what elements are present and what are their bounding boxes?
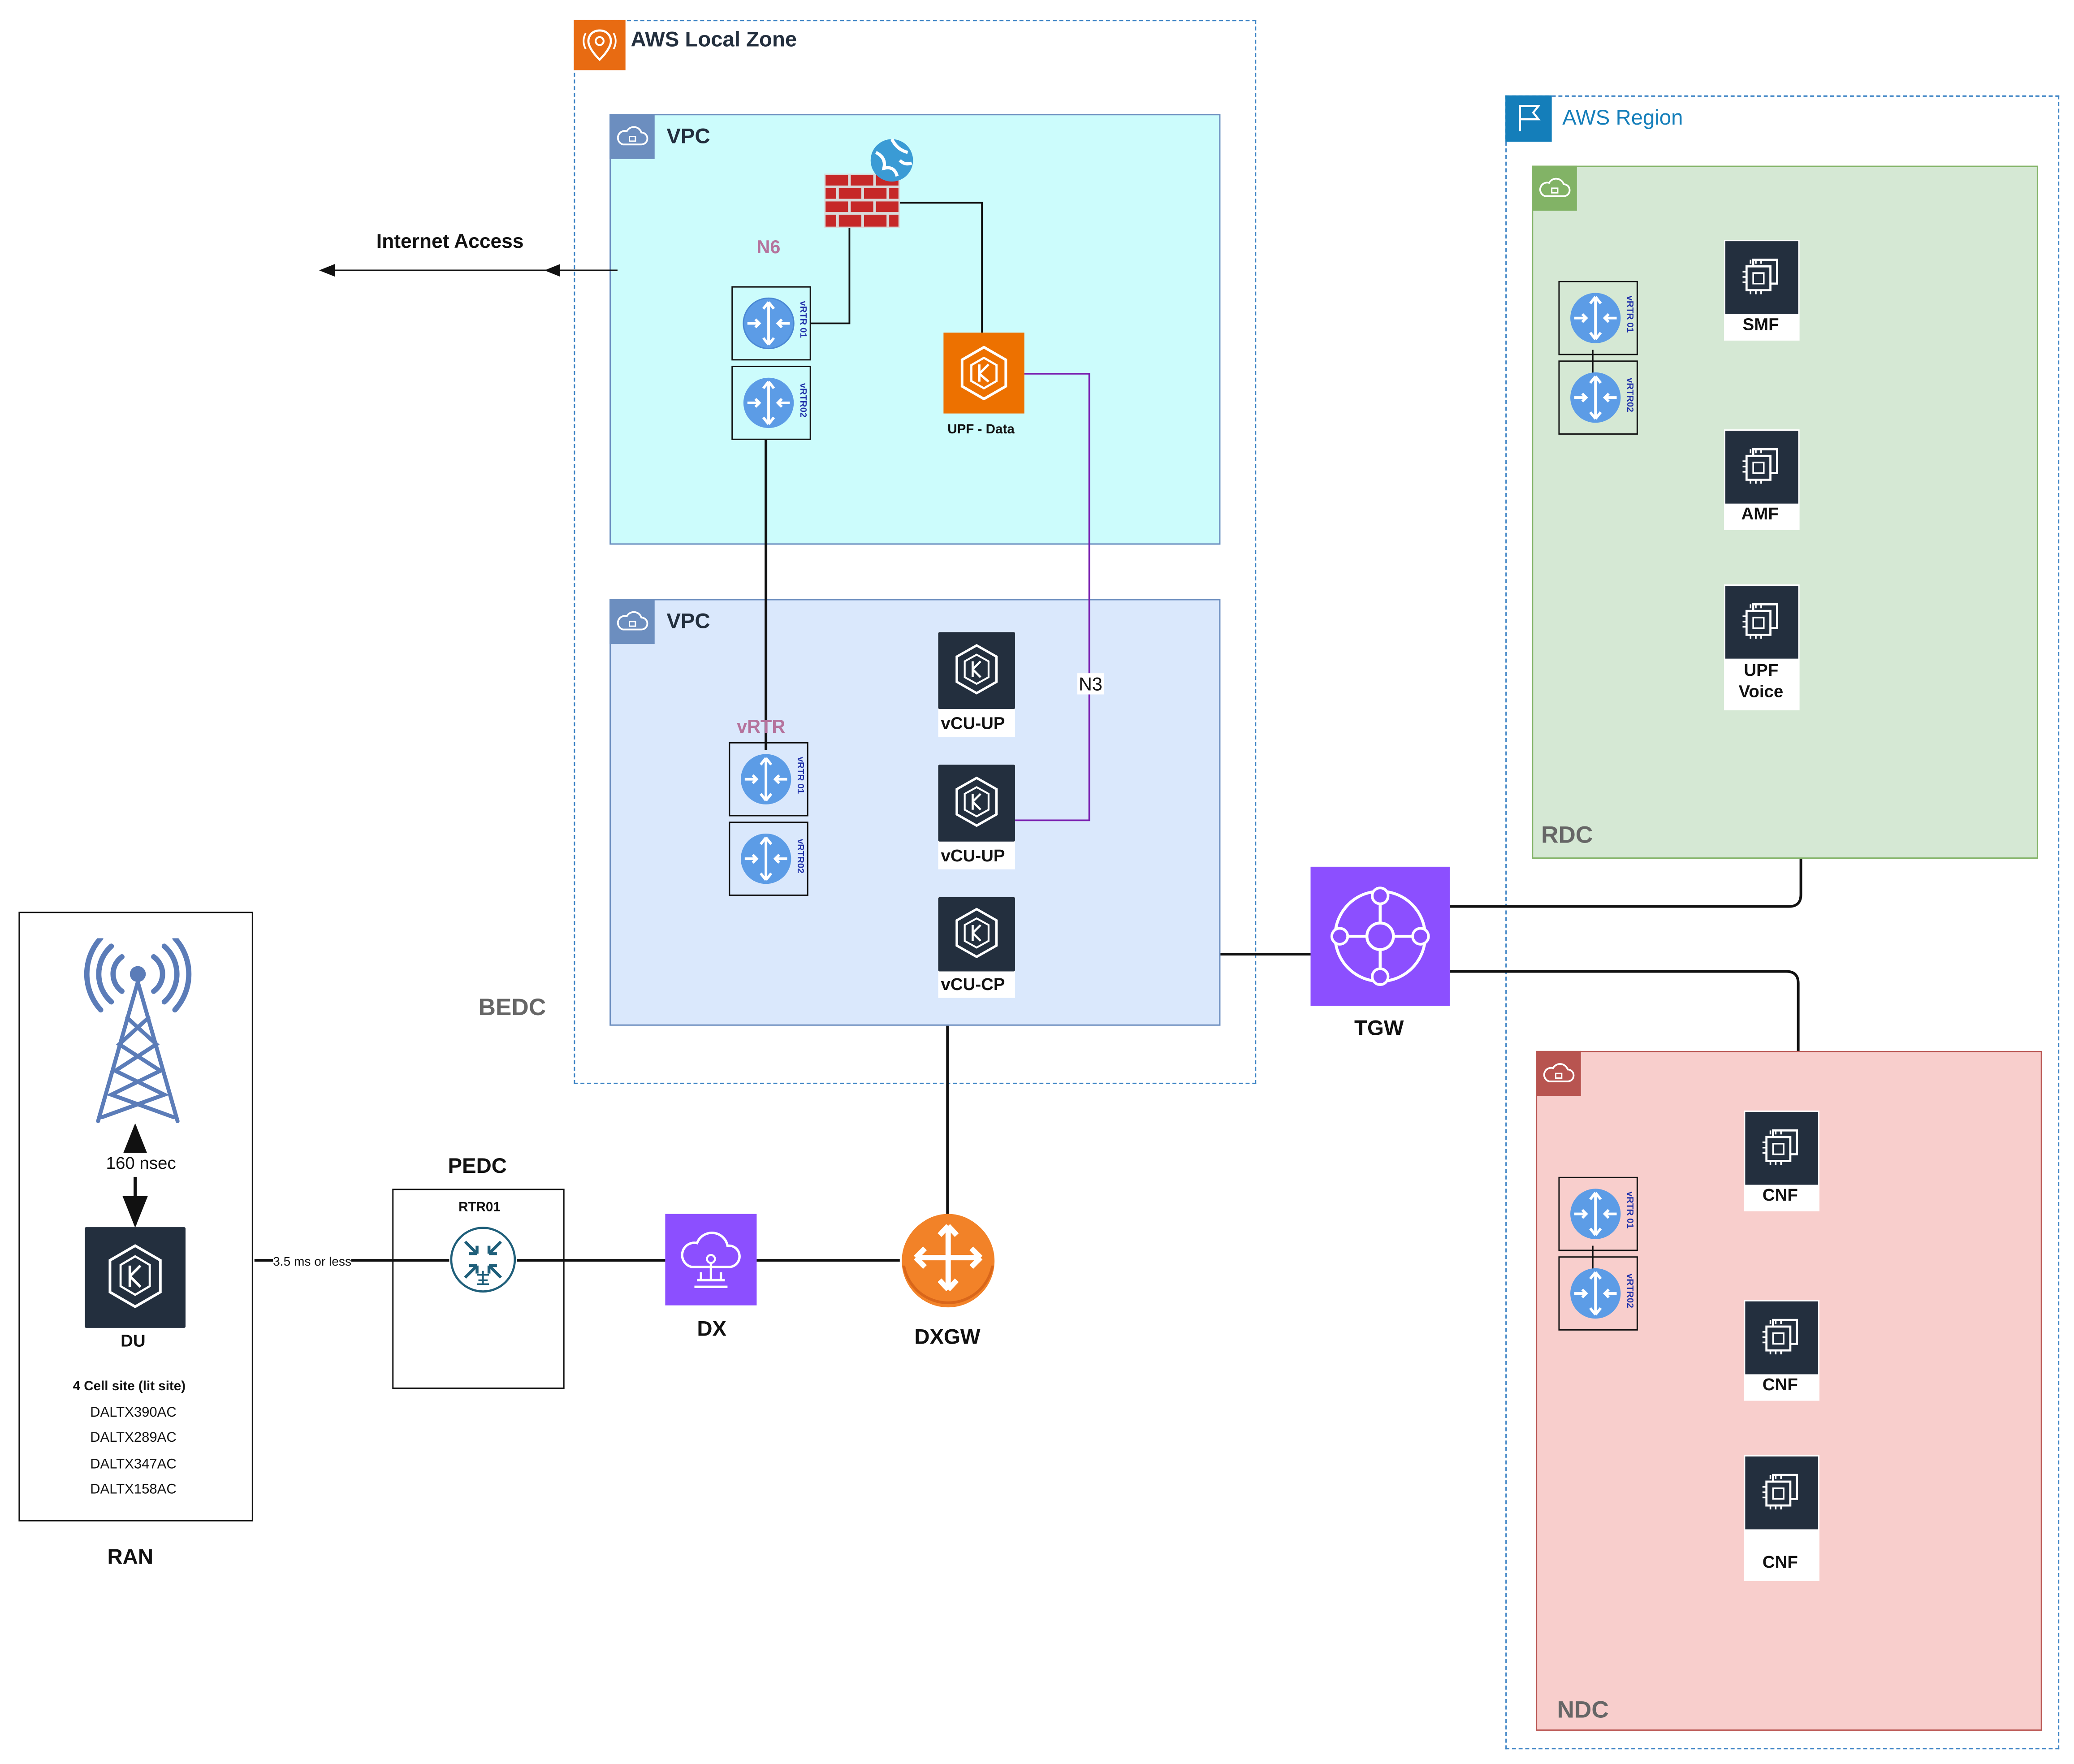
router-label: vRTR02: [795, 839, 804, 873]
router-label: vRTR 01: [798, 301, 807, 338]
cell-site-item: DALTX289AC: [90, 1430, 177, 1446]
kubernetes-icon: [938, 632, 1015, 709]
pedc-router-label: RTR01: [458, 1201, 501, 1215]
aws-region-title: AWS Region: [1562, 107, 1683, 130]
bedc-label: BEDC: [478, 994, 546, 1020]
upf-data-label: UPF - Data: [947, 423, 1015, 437]
du-label: DU: [121, 1330, 146, 1351]
ndc-title: NDC: [1557, 1696, 1609, 1723]
firewall-icon: [824, 173, 900, 228]
ran-latency-label: 160 nsec: [106, 1153, 176, 1173]
router-label: vRTR 01: [795, 757, 804, 794]
router-vrtr01: vRTR 01: [1558, 1176, 1638, 1251]
cnf-label: CNF: [1762, 1185, 1798, 1205]
ec2-instance-icon: [1745, 1301, 1819, 1375]
cnf-label: CNF: [1762, 1374, 1798, 1394]
vcu-cp-card: vCU-CP: [938, 897, 1015, 998]
cnf-card: CNF: [1744, 1455, 1819, 1581]
vcu-up-label: vCU-UP: [941, 845, 1005, 865]
upf-voice-label: Voice: [1738, 681, 1784, 701]
vcu-up-label: vCU-UP: [941, 713, 1005, 733]
rdc-title: RDC: [1541, 821, 1593, 848]
cnf-card: CNF: [1744, 1300, 1819, 1401]
upf-voice-card: UPF Voice: [1724, 584, 1800, 710]
vpc-cloud-icon: [609, 599, 655, 644]
router-vrtr01: vRTR 01: [729, 742, 808, 817]
n6-label: N6: [756, 236, 781, 257]
router-vrtr02: vRTR02: [1558, 360, 1638, 435]
pedc-router-icon: [449, 1226, 517, 1293]
router-vrtr01: vRTR 01: [731, 286, 811, 361]
vcu-cp-label: vCU-CP: [941, 974, 1005, 994]
router-vrtr02: vRTR02: [729, 821, 808, 896]
internet-access-label: Internet Access: [376, 230, 524, 253]
router-label: vRTR02: [1625, 1273, 1634, 1308]
vpc-bottom-group: [609, 599, 1221, 1026]
dx-label: DX: [697, 1319, 727, 1341]
smf-card: SMF: [1724, 240, 1800, 341]
vrtr-label: vRTR: [737, 715, 786, 737]
globe-icon: [868, 137, 916, 184]
cnf-card: CNF: [1744, 1110, 1819, 1211]
local-zone-icon: [574, 20, 626, 70]
local-zone-title: AWS Local Zone: [631, 29, 797, 52]
vpc-cloud-icon: [609, 114, 655, 159]
vcu-up-card: vCU-UP: [938, 765, 1015, 869]
kubernetes-icon: [938, 897, 1015, 972]
router-vrtr02: vRTR02: [1558, 1256, 1638, 1331]
cell-site-item: DALTX158AC: [90, 1481, 177, 1498]
ec2-instance-icon: [1745, 1456, 1819, 1530]
tgw-label: TGW: [1354, 1017, 1404, 1041]
amf-card: AMF: [1724, 429, 1800, 530]
upf-voice-label: UPF: [1744, 660, 1779, 680]
ec2-instance-icon: [1725, 585, 1798, 659]
vpc-bottom-title: VPC: [666, 611, 710, 634]
cell-site-item: DALTX347AC: [90, 1456, 177, 1473]
region-flag-icon: [1505, 95, 1552, 142]
direct-connect-icon: [665, 1214, 757, 1306]
router-label: vRTR02: [798, 383, 807, 418]
rdc-cloud-icon: [1532, 165, 1577, 211]
ran-title: RAN: [107, 1546, 154, 1569]
ndc-cloud-icon: [1536, 1051, 1581, 1096]
amf-label: AMF: [1741, 503, 1779, 524]
cell-tower-icon: [82, 935, 193, 1127]
ec2-instance-icon: [1745, 1111, 1819, 1185]
ec2-instance-icon: [1725, 431, 1798, 504]
ec2-instance-icon: [1725, 241, 1798, 314]
cnf-label: CNF: [1762, 1552, 1798, 1572]
vpc-top-group: [609, 114, 1221, 545]
router-vrtr02: vRTR02: [731, 366, 811, 440]
dx-gateway-icon: [900, 1213, 997, 1310]
du-kubernetes-icon: [85, 1227, 186, 1328]
upf-eks-icon: [943, 333, 1024, 414]
pedc-title: PEDC: [448, 1155, 507, 1178]
aws-local-zone-group: [574, 20, 1257, 1084]
kubernetes-icon: [938, 765, 1015, 842]
router-label: vRTR 01: [1625, 1191, 1634, 1229]
link-latency-label: 3.5 ms or less: [273, 1255, 352, 1270]
transit-gateway-icon: [1310, 866, 1450, 1006]
vpc-top-title: VPC: [666, 125, 710, 149]
cell-heading: 4 Cell site (lit site): [73, 1379, 186, 1394]
router-label: vRTR 01: [1625, 295, 1634, 333]
cell-site-item: DALTX390AC: [90, 1405, 177, 1421]
dxgw-label: DXGW: [914, 1326, 981, 1349]
vcu-up-card: vCU-UP: [938, 632, 1015, 737]
smf-label: SMF: [1742, 314, 1779, 334]
n3-label: N3: [1077, 673, 1104, 695]
router-vrtr01: vRTR 01: [1558, 281, 1638, 355]
router-label: vRTR02: [1625, 377, 1634, 412]
aws-region-group: [1505, 95, 2060, 1750]
